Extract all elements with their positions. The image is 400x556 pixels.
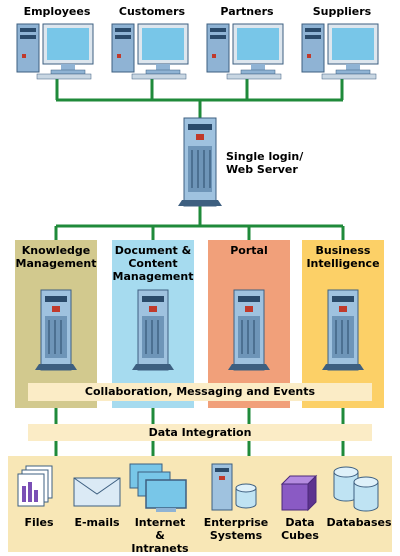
source-label-files: Files: [24, 516, 54, 529]
server-database-icon: [211, 463, 257, 511]
module-label: Portal: [230, 244, 268, 257]
web-server-icon: [178, 117, 222, 207]
data-integration-label: Data Integration: [148, 426, 252, 439]
user-label-suppliers: Suppliers: [312, 5, 372, 18]
envelope-icon: [73, 477, 121, 507]
collaboration-label: Collaboration, Messaging and Events: [84, 385, 316, 398]
source-label-cubes: Data Cubes: [281, 516, 319, 542]
user-label-customers: Customers: [118, 5, 186, 18]
module-label: Business Intelligence: [306, 244, 380, 270]
user-label-employees: Employees: [23, 5, 91, 18]
module-label: Document & Content Management: [112, 244, 194, 283]
web-server-label: Single login/ Web Server: [226, 150, 304, 176]
source-label-emails: E-mails: [74, 516, 120, 529]
user-label-partners: Partners: [220, 5, 274, 18]
database-icon: [333, 466, 379, 512]
data-sources-panel: [8, 456, 392, 552]
module-label: Knowledge Management: [15, 244, 97, 270]
source-label-databases: Databases: [326, 516, 392, 529]
data-integration-band: Data Integration: [28, 424, 372, 441]
source-label-internet: Internet & Intranets: [131, 516, 189, 555]
files-icon: [17, 465, 53, 507]
source-label-enterprise: Enterprise Systems: [203, 516, 269, 542]
cube-icon: [280, 474, 318, 512]
network-computers-icon: [129, 463, 187, 512]
collaboration-band: Collaboration, Messaging and Events: [28, 383, 372, 401]
